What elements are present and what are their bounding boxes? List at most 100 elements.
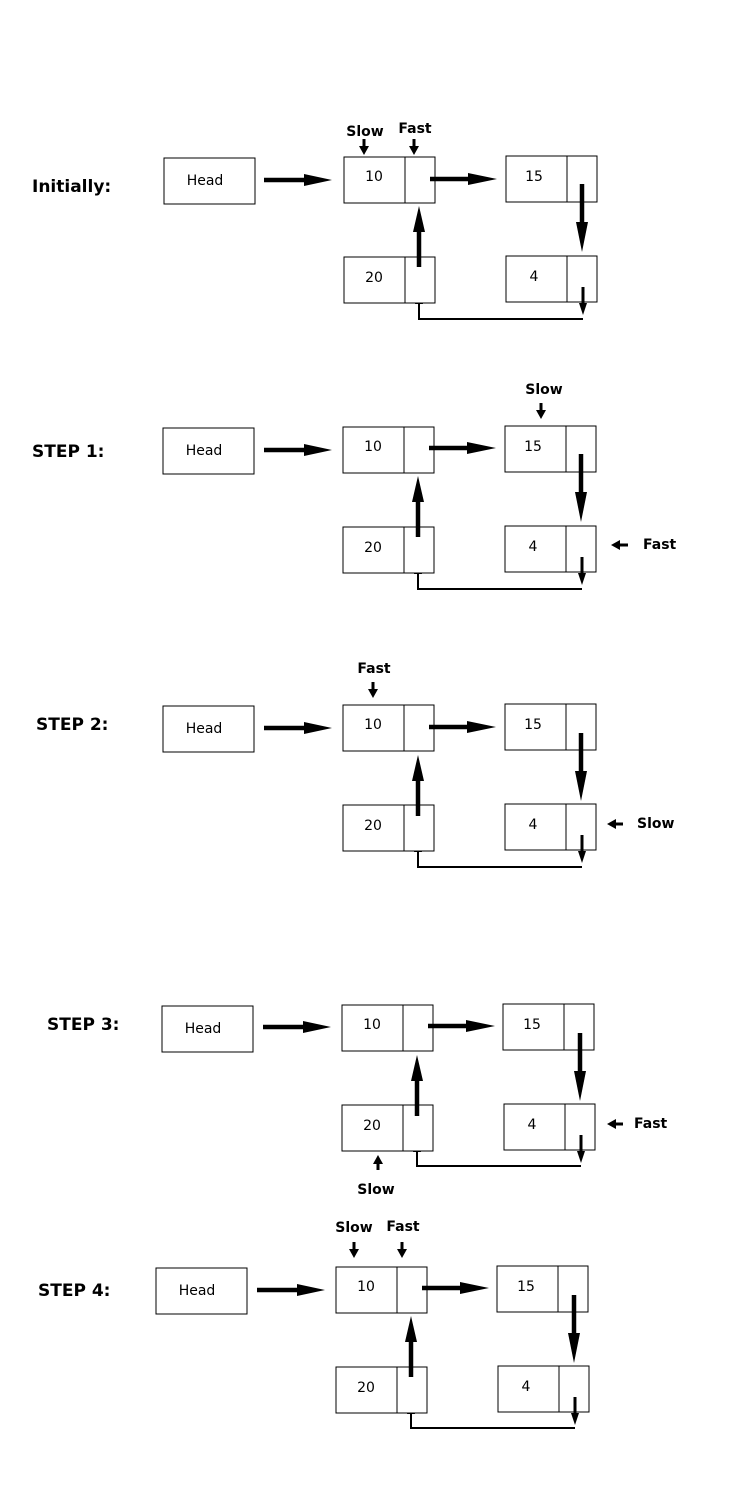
node-value: 4 <box>522 1379 531 1395</box>
node-value: 15 <box>524 439 542 455</box>
node-value: 15 <box>524 717 542 733</box>
node-20: 20 <box>335 1366 428 1414</box>
arrow-20-to-10 <box>412 755 424 816</box>
head-label: Head <box>186 443 223 459</box>
pointer-fast: Fast <box>611 537 677 553</box>
step-3: STEP 3: Head 10 15 4 <box>47 1003 668 1198</box>
node-20: 20 <box>341 1104 434 1152</box>
node-data-cell <box>504 703 567 751</box>
head-label: Head <box>185 1021 222 1037</box>
pointer-fast: Fast <box>386 1219 420 1258</box>
arrow-15-to-4 <box>574 1033 586 1101</box>
pointer-slow: Slow <box>607 816 675 832</box>
pointer-label: Fast <box>357 661 391 677</box>
node-data-cell <box>497 1365 560 1413</box>
arrow-20-to-10 <box>405 1316 417 1377</box>
node-4: 4 <box>504 803 597 851</box>
arrow-head-to-10 <box>257 1284 325 1296</box>
head-box <box>155 1267 248 1315</box>
head-box <box>161 1005 254 1053</box>
node-value: 15 <box>525 169 543 185</box>
node-value: 20 <box>364 540 382 556</box>
pointer-label: Fast <box>386 1219 420 1235</box>
step-label: STEP 3: <box>47 1015 119 1035</box>
arrow-15-to-4 <box>575 454 587 522</box>
step-label: STEP 4: <box>38 1281 110 1301</box>
arrow-10-to-15 <box>429 442 496 454</box>
node-value: 20 <box>357 1380 375 1396</box>
node-data-cell <box>343 256 406 304</box>
pointer-fast: Fast <box>607 1116 668 1132</box>
node-value: 10 <box>365 169 383 185</box>
node-data-cell <box>341 1104 404 1152</box>
pointer-label: Slow <box>335 1220 373 1236</box>
arrow-15-to-4 <box>568 1295 580 1363</box>
node-value: 10 <box>357 1279 375 1295</box>
arrow-20-to-10 <box>413 206 425 267</box>
node-20: 20 <box>342 804 435 852</box>
node-data-cell <box>343 156 406 204</box>
node-data-cell <box>341 1004 404 1052</box>
arrow-10-to-15 <box>428 1020 495 1032</box>
node-data-cell <box>496 1265 559 1313</box>
arrow-head-to-10 <box>264 174 332 186</box>
node-value: 10 <box>364 439 382 455</box>
head-label: Head <box>179 1283 216 1299</box>
step-2: STEP 2: Head 10 15 4 <box>36 661 675 868</box>
pointer-fast: Fast <box>398 121 432 155</box>
arrow-20-to-10 <box>412 476 424 537</box>
node-15: 15 <box>504 703 597 751</box>
head-label: Head <box>186 721 223 737</box>
step-1: STEP 1: Head 10 15 4 <box>32 382 677 590</box>
node-value: 4 <box>529 817 538 833</box>
head-label: Head <box>187 173 224 189</box>
pointer-slow: Slow <box>357 1155 395 1198</box>
arrow-head-to-10 <box>263 1021 331 1033</box>
node-4: 4 <box>504 525 597 573</box>
node-value: 4 <box>528 1117 537 1133</box>
node-data-cell <box>504 425 567 473</box>
arrow-20-to-10 <box>411 1055 423 1116</box>
node-data-cell <box>504 525 567 573</box>
pointer-label: Slow <box>357 1182 395 1198</box>
step-initially: Initially: Head 10 15 <box>32 121 598 320</box>
step-label: Initially: <box>32 177 111 197</box>
node-data-cell <box>335 1266 398 1314</box>
pointer-label: Slow <box>346 124 384 140</box>
arrow-15-to-4 <box>576 184 588 252</box>
node-data-cell <box>342 426 405 474</box>
node-20: 20 <box>342 526 435 574</box>
pointer-label: Slow <box>525 382 563 398</box>
node-15: 15 <box>496 1265 589 1313</box>
node-data-cell <box>342 526 405 574</box>
pointer-label: Fast <box>643 537 677 553</box>
node-value: 10 <box>364 717 382 733</box>
pointer-slow: Slow <box>346 124 384 155</box>
node-10: 10 <box>343 156 436 204</box>
arrow-10-to-15 <box>430 173 497 185</box>
node-value: 15 <box>523 1017 541 1033</box>
pointer-fast: Fast <box>357 661 391 698</box>
node-data-cell <box>342 804 405 852</box>
node-15: 15 <box>505 155 598 203</box>
arrow-head-to-10 <box>264 722 332 734</box>
pointer-slow: Slow <box>525 382 563 419</box>
step-4: STEP 4: Head 10 15 4 <box>38 1219 590 1429</box>
pointer-label: Fast <box>634 1116 668 1132</box>
pointer-label: Slow <box>637 816 675 832</box>
node-15: 15 <box>504 425 597 473</box>
node-value: 4 <box>529 539 538 555</box>
node-10: 10 <box>342 426 435 474</box>
arrow-10-to-15 <box>422 1282 489 1294</box>
step-label: STEP 1: <box>32 442 104 462</box>
head-box <box>162 427 255 475</box>
arrow-head-to-10 <box>264 444 332 456</box>
head-box <box>162 705 255 753</box>
node-data-cell <box>505 155 568 203</box>
node-data-cell <box>342 704 405 752</box>
node-value: 20 <box>365 270 383 286</box>
node-20: 20 <box>343 256 436 304</box>
node-value: 20 <box>364 818 382 834</box>
head-box <box>163 157 256 205</box>
